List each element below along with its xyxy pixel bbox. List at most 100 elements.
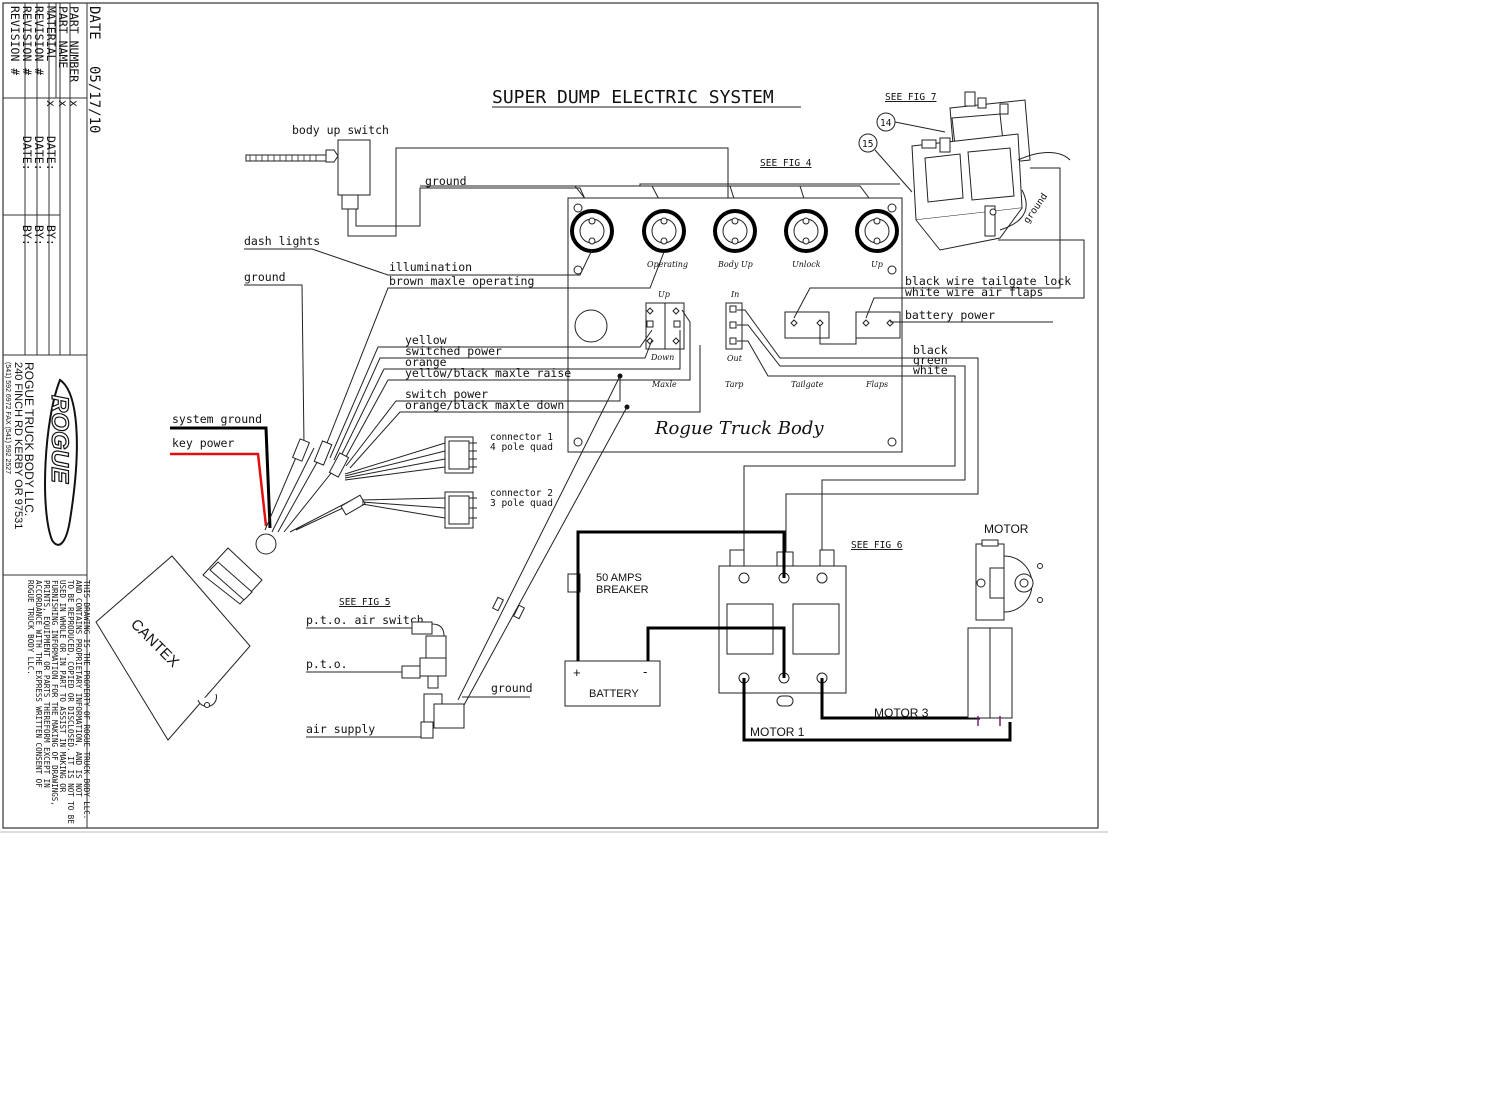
harness-sleeve-1 [291, 438, 311, 462]
wire-battery-positive [576, 530, 786, 661]
part-name-value: x [56, 100, 70, 107]
fig7-valve-assembly [911, 91, 1071, 251]
revision-label-3: REVISION # [8, 6, 22, 75]
gauge-body-up [713, 209, 757, 253]
label-dash-lights: dash lights [244, 234, 320, 248]
wire-pto-b [463, 406, 628, 706]
switch-label-maxle-up: Up [658, 290, 670, 299]
panel-label-tarp: Tarp [725, 380, 743, 389]
title-block: DATE 05/17/10 PART NUMBER x PART NAME x … [2, 2, 102, 829]
switch-label-maxle-down: Down [650, 353, 674, 362]
label-battery-minus: - [643, 664, 647, 679]
wire-yellow-black [341, 309, 691, 465]
label-brown-maxle: brown maxle operating [389, 274, 534, 288]
panel-brand: Rogue Truck Body [654, 418, 824, 439]
label-orange-black: orange/black maxle down [405, 398, 564, 412]
ref-fig4: SEE FIG 4 [760, 158, 812, 169]
wire-fig7-feed [639, 183, 900, 186]
label-breaker-b: BREAKER [596, 584, 649, 596]
ref-fig6: SEE FIG 6 [851, 540, 903, 551]
label-white-wire: white wire air flaps [905, 285, 1043, 299]
wire-green-relay [737, 324, 966, 570]
label-pto: p.t.o. [306, 657, 348, 671]
cantex-module [95, 533, 277, 741]
disclaimer: THIS DRAWING IS THE PROPERTY OF ROGUE TR… [26, 580, 91, 824]
harness-sleeve-4 [340, 494, 366, 516]
harness-bundle [264, 447, 361, 533]
diagram-title: SUPER DUMP ELECTRIC SYSTEM [492, 87, 774, 108]
control-panel: Operating Body Up Unlock Up Up Down In O… [567, 197, 903, 453]
rogue-logo: ROGUE [44, 378, 78, 546]
wire-top-bus-2 [560, 185, 807, 206]
connector-2 [361, 491, 477, 529]
rev-by-2: BY: [32, 225, 46, 246]
label-breaker-a: 50 AMPS [596, 572, 642, 584]
ref-fig5: SEE FIG 5 [339, 597, 390, 608]
date-value: 05/17/10 [86, 66, 102, 133]
fuse-1 [492, 596, 504, 612]
wire-black-relay [737, 309, 979, 570]
wire-switch-power [345, 376, 621, 467]
wire-switched-power [333, 339, 653, 461]
rev-date-2: DATE: [32, 136, 46, 171]
label-ground-top: ground [425, 174, 467, 188]
gauge-unlock [784, 209, 828, 253]
label-ground-bottom: ground [491, 681, 533, 695]
panel-label-flaps: Flaps [865, 380, 888, 389]
panel-blank-hole [574, 309, 608, 343]
wire-dash-lights [244, 248, 593, 276]
flaps-relay [855, 311, 901, 339]
label-black: black [913, 343, 948, 357]
wire-brown-maxle [324, 251, 665, 449]
wire-orange-black [349, 345, 701, 469]
callout-14: 14 [880, 118, 892, 129]
rev-by-1: BY: [44, 225, 58, 246]
label-motor3: MOTOR 3 [874, 706, 929, 720]
ref-fig7: SEE FIG 7 [885, 92, 936, 103]
label-connector1-a: connector 1 [490, 432, 553, 443]
label-system-ground: system ground [172, 412, 262, 426]
gauge-operating [642, 209, 686, 253]
disclaimer-line: THIS DRAWING IS THE PROPERTY OF ROGUE TR… [82, 580, 91, 819]
label-connector1-b: 4 pole quad [490, 442, 553, 453]
panel-label-tailgate: Tailgate [791, 380, 824, 389]
wire-battery-negative [646, 626, 786, 678]
tailgate-relay [784, 311, 830, 339]
label-ground-left: ground [244, 270, 286, 284]
disclaimer-line: ROGUE TRUCK BODY LLC. [26, 580, 35, 675]
logo-text: ROGUE [46, 395, 73, 484]
panel-label-maxle: Maxle [651, 380, 677, 389]
wire-black-tailgate [793, 167, 1061, 319]
disclaimer-line: ACCORDANCE WITH THE EXPRESS WRITTEN CONS… [34, 580, 43, 788]
revision-label-2: REVISION # [20, 6, 34, 75]
wire-white-relay [737, 340, 956, 570]
label-battery: BATTERY [589, 688, 639, 700]
label-motor: MOTOR [984, 522, 1029, 536]
gauge-illumination [570, 209, 614, 253]
wire-system-ground [170, 426, 272, 529]
connector-1 [344, 436, 477, 481]
label-black-wire: black wire tailgate lock [905, 274, 1071, 288]
label-yellow-black: yellow/black maxle raise [405, 366, 571, 380]
label-connector2-b: 3 pole quad [490, 498, 553, 509]
rev-date-1: DATE: [44, 136, 58, 171]
part-number-value: x [67, 100, 81, 107]
leader-15 [874, 149, 913, 193]
label-switch-power: switch power [405, 387, 488, 401]
tarp-switch [725, 302, 743, 350]
label-connector2-a: connector 2 [490, 488, 553, 499]
company-name: ROGUE TRUCK BODY LLC. [22, 362, 36, 516]
part-name-label: PART NAME [56, 6, 70, 68]
disclaimer-line: PRINTS, EQUIPMENT OR PARTS THEREFORM EXC… [42, 580, 51, 788]
wire-tailgate-loop [819, 326, 857, 345]
leader-14 [894, 121, 946, 133]
battery [564, 660, 661, 707]
motor [967, 539, 1043, 726]
label-air-supply: air supply [306, 722, 375, 736]
maxle-switch [645, 302, 685, 350]
wire-pto-a [457, 375, 621, 701]
switch-label-tarp-in: In [730, 290, 739, 299]
wire-body-up-loop [347, 147, 729, 237]
label-battery-plus: + [573, 665, 581, 680]
